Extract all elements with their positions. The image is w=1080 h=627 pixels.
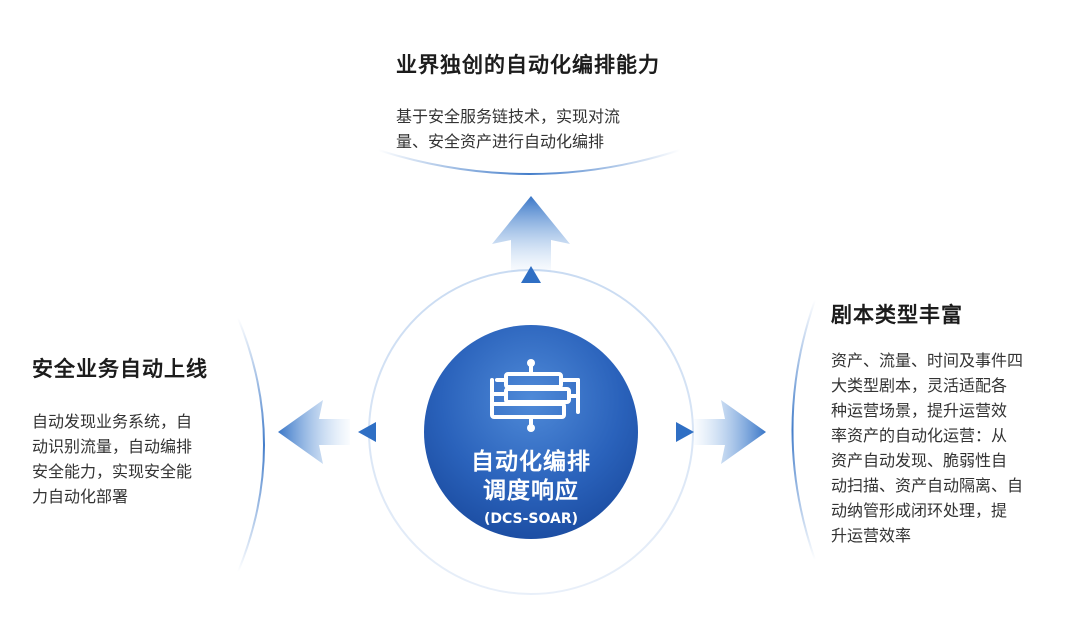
top-arc <box>377 149 681 175</box>
feature-title-right: 剧本类型丰富 <box>831 303 963 327</box>
feature-title-top: 业界独创的自动化编排能力 <box>396 53 660 77</box>
left-arrow-icon <box>278 400 350 464</box>
feature-desc-right: 资产、流量、时间及事件四 大类型剧本，灵活适配各 种运营场景，提升运营效 率资产… <box>831 348 1061 548</box>
desc-line: 动扫描、资产自动隔离、自 <box>831 476 1024 495</box>
desc-line: 力自动化部署 <box>32 487 129 506</box>
feature-desc-left: 自动发现业务系统，自 动识别流量，自动编排 安全能力，实现安全能 力自动化部署 <box>32 409 242 509</box>
right-arrow-icon <box>694 400 766 464</box>
ring-marker-top-icon <box>521 266 541 283</box>
desc-line: 自动发现业务系统，自 <box>32 412 193 431</box>
ring-marker-left-icon <box>358 422 376 442</box>
feature-desc-top: 基于安全服务链技术，实现对流 量、安全资产进行自动化编排 <box>396 104 696 154</box>
center-title-line-1: 自动化编排 <box>471 449 591 475</box>
feature-title-left: 安全业务自动上线 <box>32 357 208 381</box>
desc-line: 资产自动发现、脆弱性自 <box>831 451 1008 470</box>
right-arc <box>791 299 816 561</box>
center-title-line-2: 调度响应 <box>483 478 579 504</box>
left-arc <box>237 317 265 573</box>
center-label: 自动化编排 调度响应 (DCS-SOAR) <box>427 448 635 530</box>
feature-block-right: 剧本类型丰富 资产、流量、时间及事件四 大类型剧本，灵活适配各 种运营场景，提升… <box>831 300 1061 548</box>
orchestration-icon <box>490 359 580 432</box>
feature-block-top: 业界独创的自动化编排能力 基于安全服务链技术，实现对流 量、安全资产进行自动化编… <box>396 50 696 154</box>
feature-block-left: 安全业务自动上线 自动发现业务系统，自 动识别流量，自动编排 安全能力，实现安全… <box>32 354 242 509</box>
desc-line: 安全能力，实现安全能 <box>32 462 193 481</box>
desc-line: 升运营效率 <box>831 526 912 545</box>
desc-line: 量、安全资产进行自动化编排 <box>396 132 605 151</box>
desc-line: 基于安全服务链技术，实现对流 <box>396 107 621 126</box>
desc-line: 资产、流量、时间及事件四 <box>831 351 1024 370</box>
desc-line: 动识别流量，自动编排 <box>32 437 193 456</box>
desc-line: 种运营场景，提升运营效 <box>831 401 1008 420</box>
ring-marker-right-icon <box>676 422 694 442</box>
desc-line: 大类型剧本，灵活适配各 <box>831 376 1008 395</box>
up-arrow-icon <box>492 196 570 272</box>
center-subtitle: (DCS-SOAR) <box>483 511 579 527</box>
desc-line: 动纳管形成闭环处理，提 <box>831 501 1008 520</box>
desc-line: 率资产的自动化运营：从 <box>831 426 1008 445</box>
